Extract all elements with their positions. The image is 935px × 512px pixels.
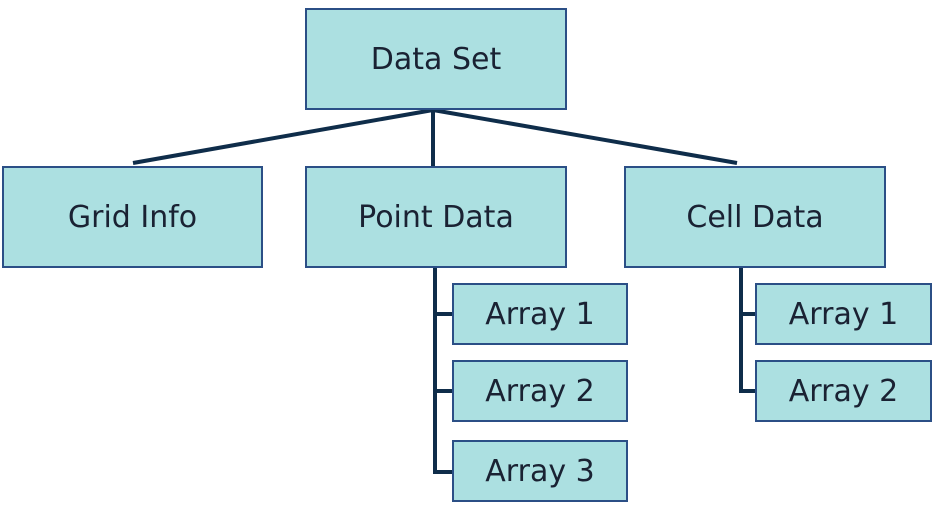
connector-point-arrays <box>433 268 452 474</box>
node-cell-array-1: Array 1 <box>755 283 932 345</box>
node-cell-array-2: Array 2 <box>755 360 932 422</box>
node-grid-info: Grid Info <box>2 166 263 268</box>
node-data-set: Data Set <box>305 8 567 110</box>
node-cell-data: Cell Data <box>624 166 886 268</box>
connector-root-cell <box>432 108 738 165</box>
node-point-array-3: Array 3 <box>452 440 628 502</box>
node-point-array-2: Array 2 <box>452 360 628 422</box>
node-point-array-1: Array 1 <box>452 283 628 345</box>
node-point-data: Point Data <box>305 166 567 268</box>
connector-cell-arrays <box>739 268 755 393</box>
connector-root-grid <box>132 108 434 165</box>
